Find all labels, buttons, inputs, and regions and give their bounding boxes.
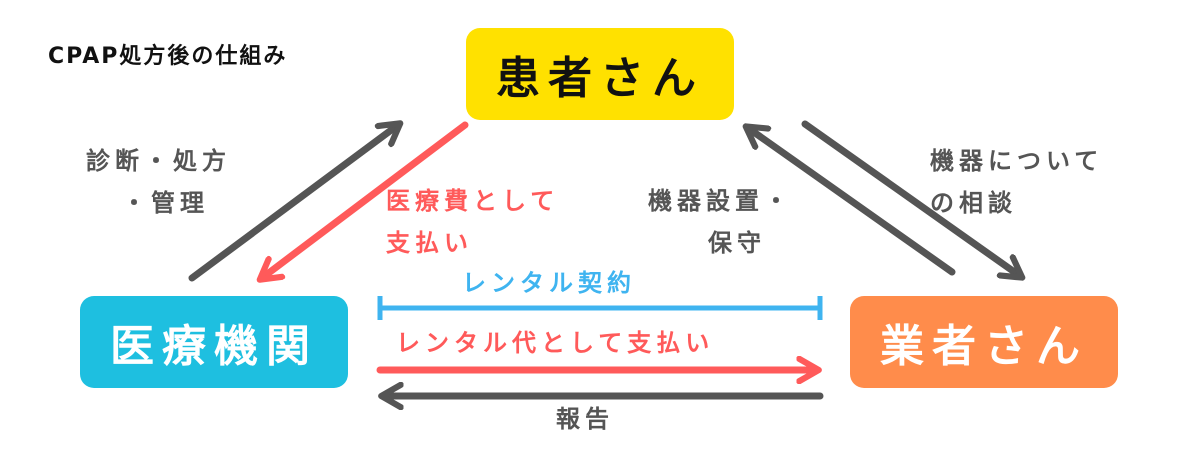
label-diagnosis-line1: 診断・処方	[86, 147, 231, 175]
arrow-patient-to-vendor	[801, 120, 1020, 276]
node-vendor: 業者さん	[850, 296, 1118, 388]
arrow-hospital-to-patient	[188, 125, 398, 282]
label-equipment-line2: 保守	[708, 229, 766, 257]
label-medical-fee-line1: 医療費として	[386, 187, 560, 215]
label-medical-fee-line2: 支払い	[386, 229, 473, 257]
label-consult-line1: 機器について	[930, 147, 1104, 175]
label-consult-line2: の相談	[930, 189, 1017, 217]
arrow-vendor-to-patient	[748, 128, 956, 276]
arrow-patient-to-hospital	[262, 121, 469, 278]
diagram-title: CPAP処方後の仕組み	[48, 44, 288, 69]
label-rental-payment: レンタル代として支払い	[396, 329, 715, 357]
label-rental-contract: レンタル契約	[462, 269, 636, 297]
label-report: 報告	[556, 405, 614, 433]
node-patient: 患者さん	[466, 28, 734, 120]
label-equipment-line1: 機器設置・	[648, 187, 793, 215]
node-hospital: 医療機関	[80, 296, 348, 388]
label-diagnosis-line2: ・管理	[122, 189, 209, 217]
